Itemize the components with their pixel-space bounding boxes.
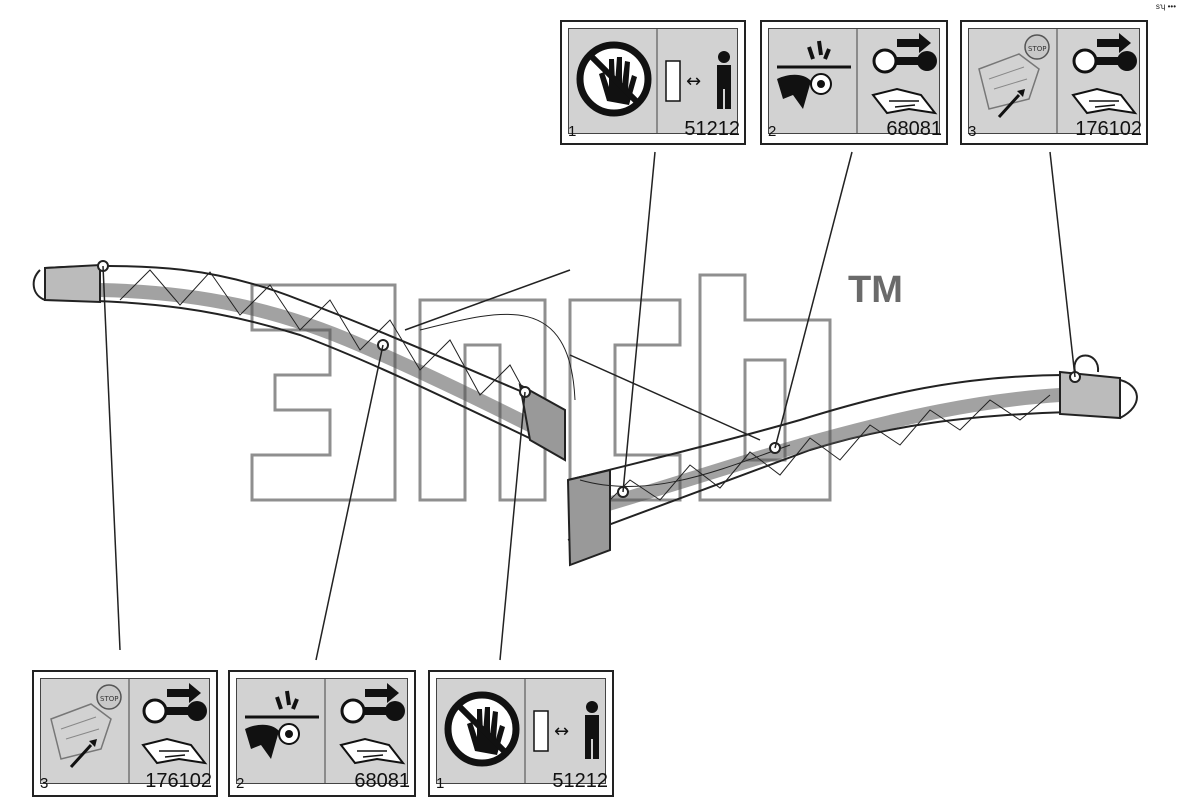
safety-label-bottom-3: STOP 3 176102 bbox=[32, 670, 218, 797]
safety-label-top-2: 2 68081 bbox=[760, 20, 948, 145]
safety-label-top-3: STOP 3 176102 bbox=[960, 20, 1148, 145]
label-code: 51212 bbox=[552, 770, 608, 792]
svg-text:↔: ↔ bbox=[554, 721, 569, 742]
watermark-tm: TM bbox=[848, 269, 903, 311]
leader-line-top-3 bbox=[1049, 151, 1076, 378]
right-conveyor-cable bbox=[579, 444, 791, 487]
label-pictogram: STOP bbox=[40, 678, 210, 784]
label-code: 51212 bbox=[684, 118, 740, 140]
left-conveyor-head bbox=[518, 383, 566, 462]
watermark-letter-2 bbox=[418, 298, 547, 502]
leader-lines bbox=[102, 151, 1076, 661]
right-conveyor-top-rail bbox=[567, 374, 1071, 481]
leader-line-top-1 bbox=[622, 151, 656, 493]
label-pictogram: ↔ bbox=[568, 28, 738, 134]
left-conveyor-cable bbox=[419, 313, 576, 401]
right-conveyor-handle bbox=[1073, 354, 1100, 373]
left-conveyor-bottom-rail bbox=[44, 299, 566, 456]
emergency-stop-remove-key-read-manual-icon: STOP bbox=[978, 29, 1138, 133]
svg-text:↔: ↔ bbox=[686, 71, 701, 92]
safety-label-bottom-2: 2 68081 bbox=[228, 670, 416, 797]
label-index: 1 bbox=[568, 123, 577, 140]
right-conveyor-bracket bbox=[1119, 379, 1138, 419]
label-code: 176102 bbox=[145, 770, 212, 792]
label-pictogram: STOP bbox=[968, 28, 1140, 134]
crush-hazard-remove-key-read-manual-icon bbox=[777, 29, 938, 133]
crush-hazard-remove-key-read-manual-icon bbox=[245, 679, 406, 783]
label-index: 2 bbox=[236, 775, 245, 792]
label-index: 1 bbox=[436, 775, 445, 792]
label-index: 2 bbox=[768, 123, 777, 140]
right-conveyor-bottom-rail bbox=[567, 411, 1071, 541]
left-conveyor-top-rail bbox=[44, 264, 566, 411]
svg-text:STOP: STOP bbox=[100, 695, 118, 703]
svg-text:STOP: STOP bbox=[1028, 45, 1046, 53]
label-index: 3 bbox=[968, 123, 977, 140]
right-conveyor-belt bbox=[568, 388, 1061, 522]
label-pictogram bbox=[768, 28, 940, 134]
right-conveyor-head bbox=[566, 468, 611, 567]
corner-mark: sʮ ••• bbox=[1155, 2, 1176, 11]
right-conveyor bbox=[566, 354, 1138, 567]
label-index: 3 bbox=[40, 775, 49, 792]
emergency-stop-remove-key-read-manual-icon: STOP bbox=[50, 679, 208, 783]
leader-line-bottom-3 bbox=[102, 265, 121, 651]
label-code: 176102 bbox=[1075, 118, 1142, 140]
left-conveyor-bracket bbox=[32, 269, 46, 301]
leader-line-bottom-2 bbox=[315, 344, 384, 661]
left-conveyor-hopper bbox=[44, 263, 101, 304]
left-conveyor-arm bbox=[404, 269, 571, 331]
no-hand-keep-distance-icon: ↔ bbox=[444, 679, 599, 783]
left-conveyor-truss bbox=[119, 269, 541, 421]
safety-label-bottom-1: ↔ 1 51212 bbox=[428, 670, 614, 797]
left-conveyor-belt bbox=[99, 283, 564, 447]
right-conveyor-hopper bbox=[1059, 370, 1121, 420]
no-hand-keep-distance-icon: ↔ bbox=[576, 29, 731, 133]
label-pictogram bbox=[236, 678, 408, 784]
safety-label-top-1: ↔ 1 51212 bbox=[560, 20, 746, 145]
leader-line-bottom-1 bbox=[499, 391, 526, 661]
left-conveyor bbox=[32, 263, 576, 462]
label-code: 68081 bbox=[354, 770, 410, 792]
label-pictogram: ↔ bbox=[436, 678, 606, 784]
right-conveyor-arm bbox=[569, 354, 761, 441]
right-conveyor-truss bbox=[599, 394, 1051, 511]
callout-points bbox=[97, 260, 1081, 498]
leader-line-top-2 bbox=[774, 151, 853, 449]
label-code: 68081 bbox=[886, 118, 942, 140]
